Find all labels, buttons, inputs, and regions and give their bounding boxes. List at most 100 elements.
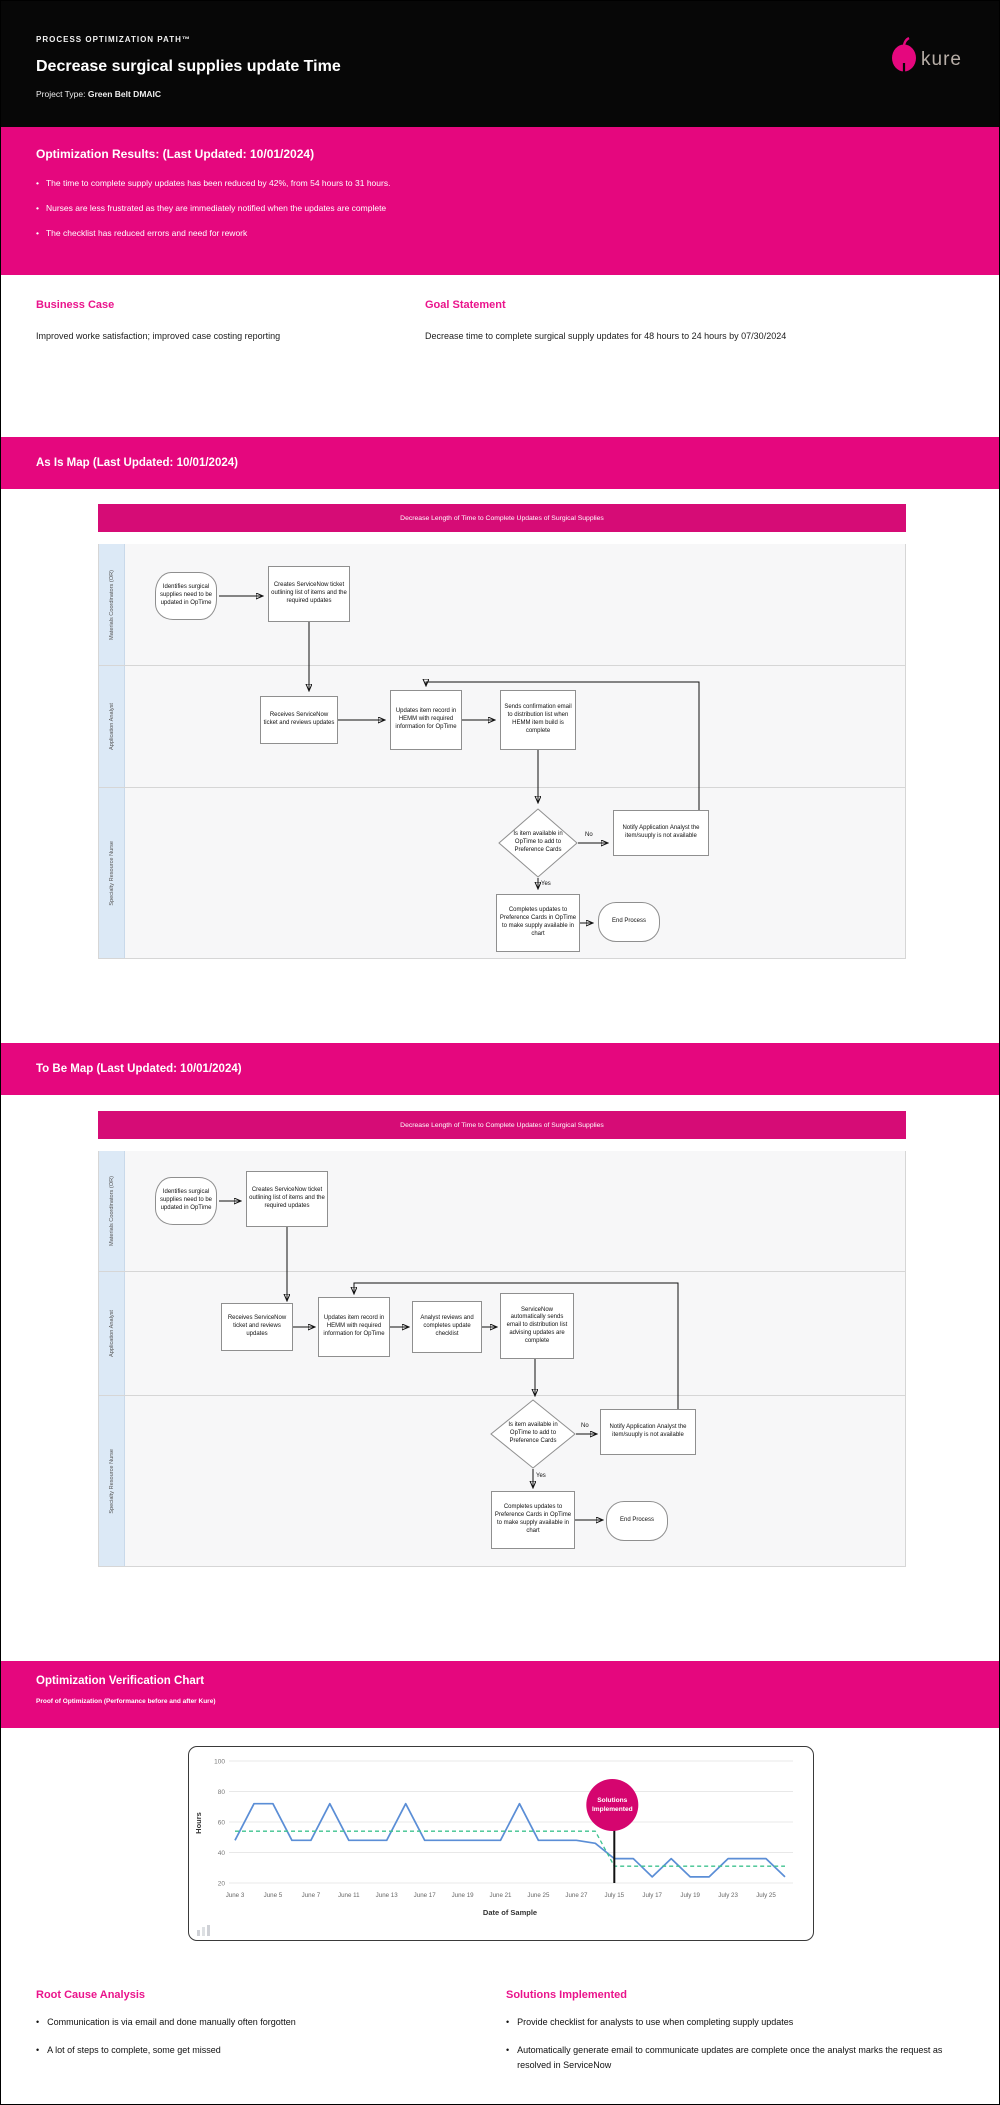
- root-cause-analysis: Root Cause Analysis Communication is via…: [36, 1989, 466, 2071]
- business-case-body: Improved worke satisfaction; improved ca…: [36, 331, 281, 341]
- map-strip: [98, 532, 906, 544]
- flow-node-process: Creates ServiceNow ticket outlining list…: [246, 1171, 328, 1227]
- svg-text:Hours: Hours: [194, 1812, 203, 1834]
- flow-node-process: Updates item record in HEMM with require…: [390, 690, 462, 750]
- goal-statement-body: Decrease time to complete surgical suppl…: [425, 331, 787, 341]
- goal-statement: Goal Statement Decrease time to complete…: [425, 299, 945, 347]
- svg-text:July 23: July 23: [718, 1892, 738, 1899]
- svg-text:20: 20: [218, 1880, 226, 1887]
- flow-node-end: End Process: [598, 902, 660, 942]
- svg-text:July 15: July 15: [604, 1892, 624, 1899]
- results-heading: Optimization Results: (Last Updated: 10/…: [36, 147, 315, 161]
- svg-text:40: 40: [218, 1850, 226, 1857]
- svg-text:June 3: June 3: [226, 1892, 245, 1899]
- svg-text:July 19: July 19: [680, 1892, 700, 1899]
- kure-logo-icon: kure: [892, 36, 962, 72]
- flow-node-process: Sends confirmation email to distribution…: [500, 690, 576, 750]
- svg-text:June 7: June 7: [302, 1892, 321, 1899]
- solutions-bullet: Provide checklist for analysts to use wh…: [506, 2015, 966, 2030]
- lane-label: Materials Coordinators (OR): [99, 1151, 125, 1271]
- verification-banner: Optimization Verification Chart Proof of…: [1, 1661, 999, 1728]
- flow-node-process: Receives ServiceNow ticket and reviews u…: [221, 1303, 293, 1351]
- flow-node-process: Creates ServiceNow ticket outlining list…: [268, 566, 350, 622]
- flow-node-process: Notify Application Analyst the item/suup…: [600, 1409, 696, 1455]
- flow-node-process: Updates item record in HEMM with require…: [318, 1297, 390, 1357]
- verification-subheading: Proof of Optimization (Performance befor…: [36, 1698, 216, 1705]
- svg-text:June 25: June 25: [527, 1892, 550, 1899]
- results-section: Optimization Results: (Last Updated: 10/…: [1, 127, 999, 275]
- header-eyebrow: PROCESS OPTIMIZATION PATH™: [36, 35, 191, 44]
- flow-node-start: Identifies surgical supplies need to be …: [155, 1177, 217, 1225]
- result-bullet: The time to complete supply updates has …: [36, 177, 964, 190]
- edge-label: No: [581, 1423, 589, 1429]
- svg-text:July 17: July 17: [642, 1892, 662, 1899]
- svg-text:June 13: June 13: [376, 1892, 399, 1899]
- business-case: Business Case Improved worke satisfactio…: [36, 299, 386, 347]
- goal-statement-heading: Goal Statement: [425, 299, 506, 311]
- solutions-heading: Solutions Implemented: [506, 1989, 628, 2001]
- lane-body: [125, 544, 905, 665]
- result-bullet: The checklist has reduced errors and nee…: [36, 227, 964, 240]
- as-is-map: Decrease Length of Time to Complete Upda…: [98, 504, 906, 959]
- svg-text:60: 60: [218, 1819, 226, 1826]
- kure-logo: kure: [889, 36, 971, 80]
- root-cause-heading: Root Cause Analysis: [36, 1989, 146, 2001]
- lane-label: Materials Coordinators (OR): [99, 544, 125, 665]
- edge-label: No: [585, 832, 593, 838]
- lane-label: Specialty Resource Nurse: [99, 788, 125, 958]
- kure-wordmark: kure: [921, 49, 962, 70]
- svg-text:June 11: June 11: [338, 1892, 360, 1899]
- lane-label: Application Analyst: [99, 1272, 125, 1395]
- svg-text:July 25: July 25: [756, 1892, 776, 1899]
- to-be-map: Decrease Length of Time to Complete Upda…: [98, 1111, 906, 1567]
- svg-text:June 5: June 5: [264, 1892, 283, 1899]
- flow-node-decision: Is item available in OpTime to add to Pr…: [490, 1399, 576, 1469]
- project-type-label: Project Type:: [36, 89, 88, 99]
- page-title: Decrease surgical supplies update Time: [36, 58, 341, 75]
- flow-node-process: Completes updates to Preference Cards in…: [496, 894, 580, 952]
- flow-node-start: Identifies surgical supplies need to be …: [155, 572, 217, 620]
- svg-text:June 17: June 17: [414, 1892, 437, 1899]
- svg-text:June 19: June 19: [452, 1892, 475, 1899]
- svg-text:Solutions: Solutions: [597, 1797, 627, 1804]
- bottom-row: Root Cause Analysis Communication is via…: [1, 1941, 999, 2104]
- case-row: Business Case Improved worke satisfactio…: [1, 275, 999, 437]
- header: PROCESS OPTIMIZATION PATH™ Decrease surg…: [1, 1, 999, 127]
- to-be-node-layer: Identifies surgical supplies need to be …: [98, 1111, 906, 1567]
- to-be-banner: To Be Map (Last Updated: 10/01/2024): [1, 1043, 999, 1095]
- project-type: Project Type: Green Belt DMAIC: [36, 89, 999, 99]
- flow-node-end: End Process: [606, 1501, 668, 1541]
- svg-text:80: 80: [218, 1789, 226, 1796]
- as-is-map-section: Decrease Length of Time to Complete Upda…: [1, 489, 999, 1043]
- svg-text:June 21: June 21: [489, 1892, 512, 1899]
- flow-node-process: Notify Application Analyst the item/suup…: [613, 810, 709, 856]
- plotly-logo-icon: [197, 1925, 210, 1936]
- svg-text:Implemented: Implemented: [592, 1806, 633, 1813]
- svg-text:Date of Sample: Date of Sample: [483, 1908, 537, 1917]
- result-bullet: Nurses are less frustrated as they are i…: [36, 202, 964, 215]
- flow-node-decision: Is item available in OpTime to add to Pr…: [498, 808, 578, 878]
- business-case-heading: Business Case: [36, 299, 115, 311]
- verification-heading: Optimization Verification Chart: [36, 1675, 205, 1687]
- map-strip: [98, 1139, 906, 1151]
- flow-node-process: Analyst reviews and completes update che…: [412, 1301, 482, 1353]
- as-is-node-layer: Identifies surgical supplies need to be …: [98, 504, 906, 959]
- lane-label: Specialty Resource Nurse: [99, 1396, 125, 1566]
- flow-node-process: Receives ServiceNow ticket and reviews u…: [260, 696, 338, 744]
- to-be-map-section: Decrease Length of Time to Complete Upda…: [1, 1095, 999, 1661]
- flow-node-process: ServiceNow automatically sends email to …: [500, 1293, 574, 1359]
- flow-node-process: Completes updates to Preference Cards in…: [491, 1491, 575, 1549]
- project-type-value: Green Belt DMAIC: [87, 89, 162, 99]
- lane-materials-coordinators: Materials Coordinators (OR): [98, 544, 906, 666]
- svg-text:June 27: June 27: [565, 1892, 588, 1899]
- edge-label: Yes: [541, 881, 551, 887]
- svg-text:100: 100: [214, 1758, 225, 1765]
- edge-label: Yes: [536, 1473, 546, 1479]
- as-is-banner: As Is Map (Last Updated: 10/01/2024): [1, 437, 999, 489]
- root-cause-bullet: Communication is via email and done manu…: [36, 2015, 466, 2030]
- map-title-bar: Decrease Length of Time to Complete Upda…: [98, 1111, 906, 1139]
